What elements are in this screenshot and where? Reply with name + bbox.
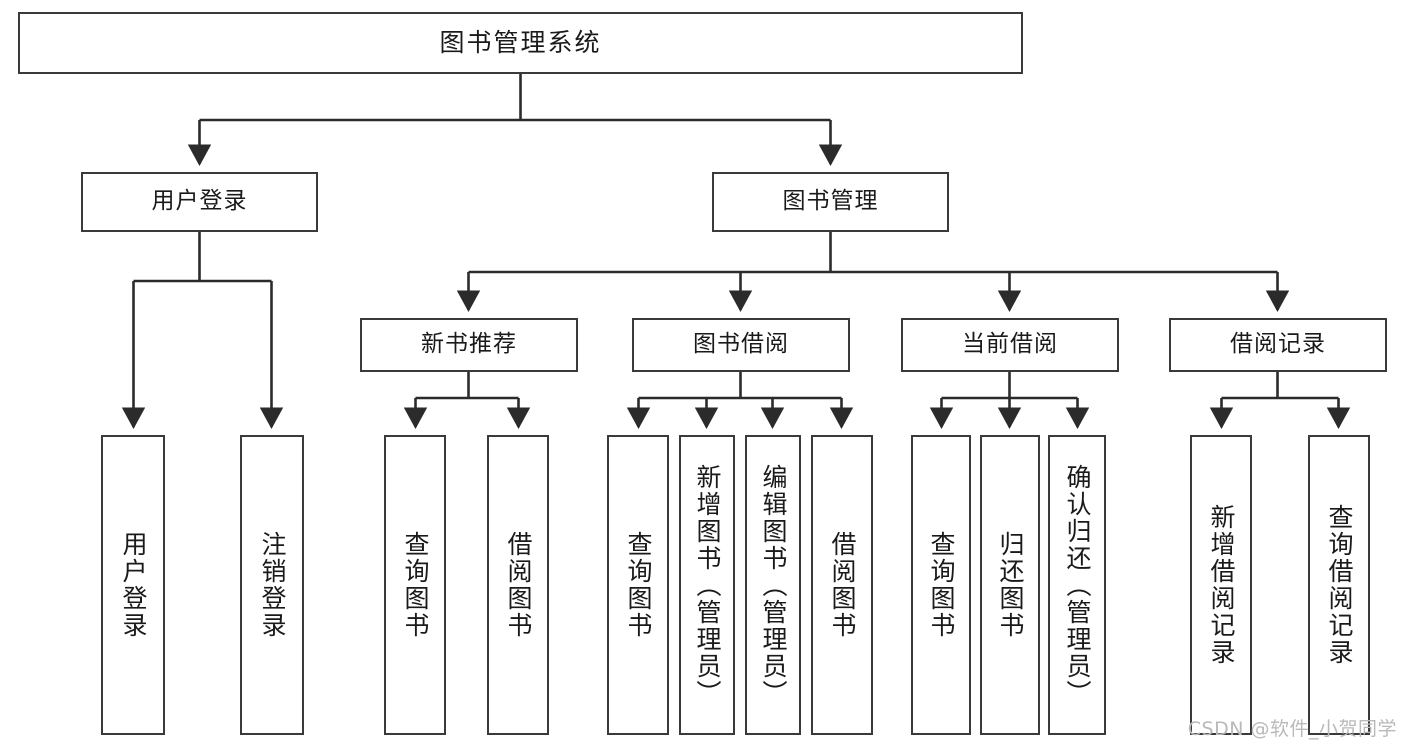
- csdn-watermark: CSDN @软件_小贺同学: [1187, 718, 1397, 740]
- node-current-borrow[interactable]: 当前借阅: [901, 318, 1119, 372]
- node-leaf-user-logout-label: 注销登录: [258, 531, 287, 639]
- node-leaf-add-book[interactable]: 新增图书（管理员）: [679, 435, 735, 735]
- node-leaf-return-book[interactable]: 归还图书: [980, 435, 1040, 735]
- node-leaf-query-book-3[interactable]: 查询图书: [911, 435, 971, 735]
- node-leaf-query-book-2-label: 查询图书: [624, 531, 653, 639]
- node-book-borrow[interactable]: 图书借阅: [632, 318, 850, 372]
- node-leaf-add-book-label: 新增图书（管理员）: [693, 463, 722, 707]
- node-leaf-return-book-label: 归还图书: [996, 531, 1025, 639]
- node-root[interactable]: 图书管理系统: [18, 12, 1023, 74]
- node-new-book-recommend-label: 新书推荐: [421, 331, 517, 358]
- node-leaf-borrow-book-1[interactable]: 借阅图书: [487, 435, 549, 735]
- node-leaf-query-record-label: 查询借阅记录: [1325, 504, 1354, 666]
- node-leaf-confirm-return-label: 确认归还（管理员）: [1063, 463, 1092, 707]
- node-leaf-add-record[interactable]: 新增借阅记录: [1190, 435, 1252, 735]
- node-leaf-query-book-1-label: 查询图书: [401, 531, 430, 639]
- node-leaf-user-logout[interactable]: 注销登录: [240, 435, 304, 735]
- node-book-borrow-label: 图书借阅: [693, 331, 789, 358]
- node-leaf-borrow-book-1-label: 借阅图书: [504, 531, 533, 639]
- node-leaf-user-login-label: 用户登录: [119, 531, 148, 639]
- node-user-login-label: 用户登录: [151, 188, 248, 215]
- node-root-label: 图书管理系统: [439, 28, 602, 58]
- node-book-manage[interactable]: 图书管理: [712, 172, 949, 232]
- node-book-manage-label: 图书管理: [782, 188, 879, 215]
- node-leaf-query-book-3-label: 查询图书: [927, 531, 956, 639]
- node-leaf-borrow-book-2-label: 借阅图书: [828, 531, 857, 639]
- node-leaf-edit-book-label: 编辑图书（管理员）: [759, 463, 788, 707]
- node-leaf-add-record-label: 新增借阅记录: [1207, 504, 1236, 666]
- node-borrow-record-label: 借阅记录: [1230, 331, 1326, 358]
- node-leaf-borrow-book-2[interactable]: 借阅图书: [811, 435, 873, 735]
- node-leaf-confirm-return[interactable]: 确认归还（管理员）: [1048, 435, 1106, 735]
- node-leaf-query-book-2[interactable]: 查询图书: [607, 435, 669, 735]
- node-leaf-query-record[interactable]: 查询借阅记录: [1308, 435, 1370, 735]
- node-new-book-recommend[interactable]: 新书推荐: [360, 318, 578, 372]
- node-user-login[interactable]: 用户登录: [81, 172, 318, 232]
- node-current-borrow-label: 当前借阅: [962, 331, 1058, 358]
- node-leaf-user-login[interactable]: 用户登录: [101, 435, 165, 735]
- node-leaf-query-book-1[interactable]: 查询图书: [384, 435, 446, 735]
- node-leaf-edit-book[interactable]: 编辑图书（管理员）: [745, 435, 801, 735]
- node-borrow-record[interactable]: 借阅记录: [1169, 318, 1387, 372]
